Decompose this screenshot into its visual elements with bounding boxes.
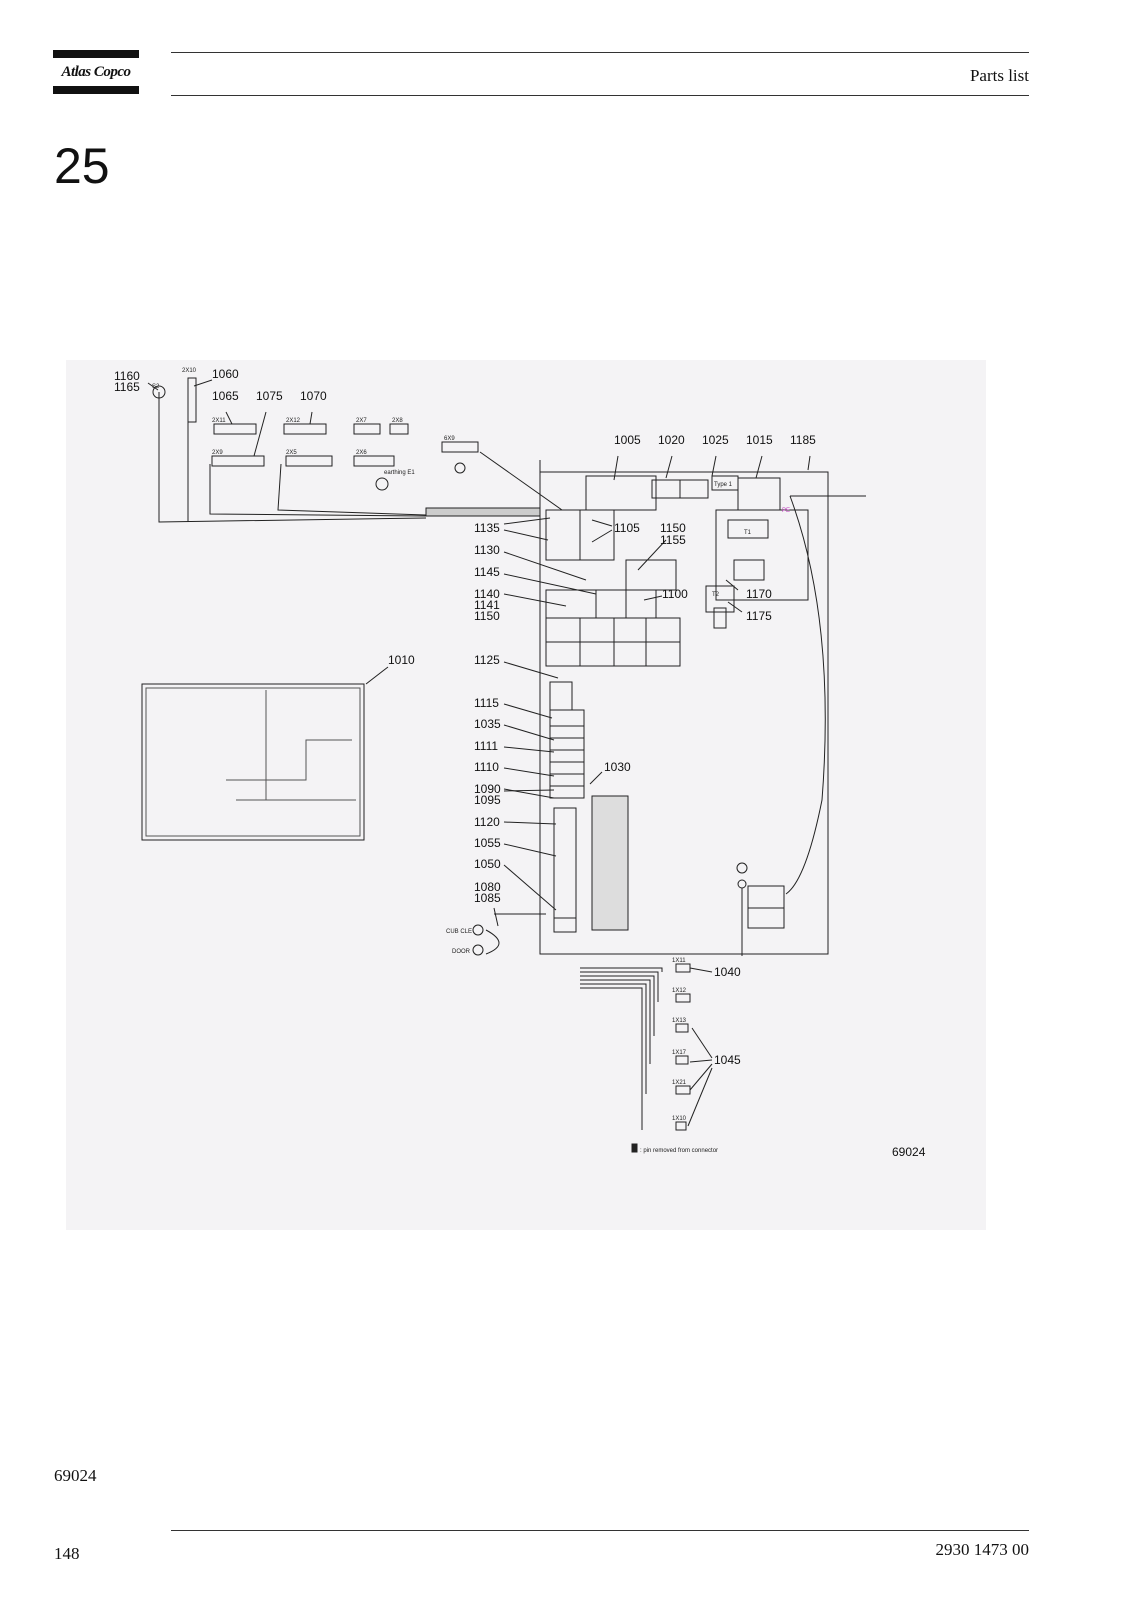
header-rule-top	[171, 52, 1029, 53]
label-1x11: 1X11	[672, 958, 686, 964]
footer-rule	[171, 1530, 1029, 1531]
label-1x21: 1X21	[672, 1080, 687, 1086]
label-6x9: 6X9	[444, 436, 455, 442]
callout-1125: 1125	[474, 653, 500, 667]
callout-1170: 1170	[746, 587, 772, 601]
callout-1020: 1020	[658, 433, 685, 447]
footer-figure-id: 69024	[54, 1466, 97, 1485]
callout-1155: 1155	[660, 533, 686, 547]
callout-1100: 1100	[662, 587, 688, 601]
callout-1140: 1140	[474, 587, 500, 601]
label-t2: T2	[712, 592, 720, 598]
callout-1120: 1120	[474, 815, 500, 829]
callout-1141: 1141	[474, 598, 500, 612]
figure-id-label: 69024	[892, 1145, 926, 1159]
callout-1175: 1175	[746, 609, 772, 623]
label-1x17: 1X17	[672, 1050, 687, 1056]
label-2x11: 2X11	[212, 418, 226, 424]
header-title: Parts list	[969, 66, 1029, 85]
page-number: 148	[54, 1544, 80, 1563]
label-1x12: 1X12	[672, 988, 687, 994]
label-2x6: 2X6	[356, 450, 367, 456]
schematic-sheet-1010	[141, 683, 365, 841]
callout-1110: 1110	[474, 760, 499, 774]
callout-1035: 1035	[474, 717, 501, 731]
callout-1165: 1165	[114, 380, 140, 394]
section-number: 25	[54, 138, 110, 194]
callout-1060: 1060	[212, 367, 239, 381]
callout-1025: 1025	[702, 433, 729, 447]
callout-1160: 1160	[114, 369, 140, 383]
callout-1010: 1010	[388, 653, 415, 667]
callout-1040: 1040	[714, 965, 741, 979]
callout-1150-lower: 1150	[474, 609, 500, 623]
callout-1130: 1130	[474, 543, 500, 557]
header-rule-bottom	[171, 95, 1029, 96]
callout-1111: 1111	[474, 739, 498, 753]
callout-1080: 1080	[474, 880, 501, 894]
logo-wordmark: Atlas Copco	[61, 64, 131, 80]
document-number: 2930 1473 00	[935, 1540, 1030, 1559]
cabinet-outline	[539, 471, 829, 955]
callout-1050: 1050	[474, 857, 501, 871]
label-2x12: 2X12	[286, 418, 301, 424]
callout-1070: 1070	[300, 389, 327, 403]
callout-1045: 1045	[714, 1053, 741, 1067]
label-2x7: 2X7	[356, 418, 367, 424]
atlas-copco-logo: Atlas Copco	[53, 50, 139, 94]
callout-1090: 1090	[474, 782, 501, 796]
label-1x10: 1X10	[672, 1116, 687, 1122]
callout-1115: 1115	[474, 696, 499, 710]
callout-1065: 1065	[212, 389, 239, 403]
label-1x13: 1X13	[672, 1018, 687, 1024]
label-earthing-e1: earthing E1	[384, 470, 415, 476]
callout-1055: 1055	[474, 836, 501, 850]
callout-1145: 1145	[474, 565, 500, 579]
callout-1015: 1015	[746, 433, 773, 447]
legend-note: : pin removed from connector	[640, 1148, 718, 1154]
label-s2: S2	[152, 384, 160, 390]
label-2x8: 2X8	[392, 418, 403, 424]
component-1005	[585, 475, 657, 511]
label-pe: PE	[782, 508, 790, 514]
callout-1075: 1075	[256, 389, 283, 403]
callout-1105: 1105	[614, 521, 640, 535]
callout-1185: 1185	[790, 433, 816, 447]
callout-1085: 1085	[474, 891, 501, 905]
label-2x5: 2X5	[286, 450, 297, 456]
callout-1030: 1030	[604, 760, 631, 774]
label-2x9: 2X9	[212, 450, 223, 456]
transformer-t2	[705, 585, 735, 613]
label-t1: T1	[744, 530, 752, 536]
label-door: DOOR	[452, 949, 471, 955]
label-2x10: 2X10	[182, 368, 197, 374]
callout-1150-top: 1150	[660, 521, 686, 535]
wiring-diagram: 1160 1165 1060 1065 1075 1070 1005 1020 …	[114, 367, 926, 1159]
callout-1095: 1095	[474, 793, 501, 807]
label-type1: Type 1	[714, 482, 733, 488]
callout-1135: 1135	[474, 521, 500, 535]
callout-1005: 1005	[614, 433, 641, 447]
parts-diagram: 1160 1165 1060 1065 1075 1070 1005 1020 …	[66, 360, 986, 1230]
label-cub-cle: CUB CLE	[446, 929, 472, 935]
